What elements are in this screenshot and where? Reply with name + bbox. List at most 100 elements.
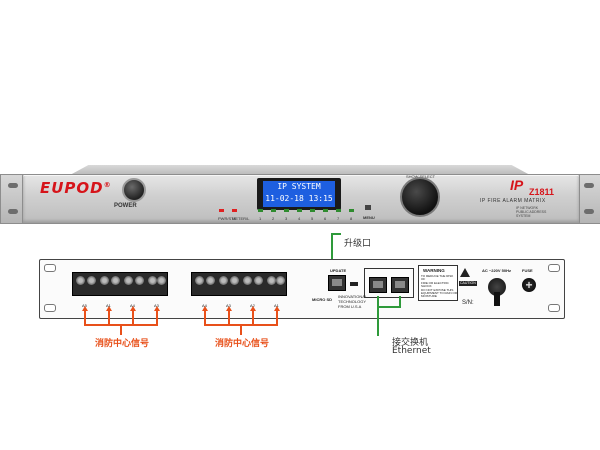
ethernet-port-1[interactable] — [369, 277, 387, 293]
rack-hole — [8, 183, 18, 188]
select-knob[interactable] — [400, 177, 440, 217]
feature-item: IP NETWORK — [516, 206, 539, 210]
signal-line — [252, 311, 254, 325]
terminal-label: A1 — [274, 303, 279, 308]
upgrade-port-label: 升级口 — [344, 239, 372, 249]
arrow-up-icon — [202, 306, 208, 311]
brand-ip-mark: IP — [510, 177, 524, 193]
led-label: 1 — [259, 216, 262, 221]
led-indicator — [232, 209, 237, 212]
fire-signal-label-right: 消防中心信号 — [215, 339, 270, 349]
power-inlet[interactable] — [488, 278, 506, 296]
ac-label: AC ~220V 50Hz — [482, 268, 512, 273]
switch-label-en: Ethernet — [392, 346, 431, 356]
rack-ear-left — [0, 174, 26, 224]
ethernet-callout-line — [399, 296, 401, 308]
lcd-line-2: 11-02-18 13:15 — [265, 194, 333, 203]
rack-hole — [548, 304, 560, 312]
rack-hole — [44, 264, 56, 272]
ethernet-callout-line — [377, 306, 401, 308]
signal-line — [132, 311, 134, 325]
feature-item: PUBLIC ADDRESS — [516, 210, 547, 214]
led-label: 5 — [311, 216, 314, 221]
warning-triangle-icon — [460, 268, 470, 277]
arrow-up-icon — [106, 306, 112, 311]
led-indicator — [310, 209, 315, 212]
update-port[interactable] — [328, 275, 346, 291]
led-indicator — [258, 209, 263, 212]
arrow-up-icon — [274, 306, 280, 311]
select-label: SHOW SELECT — [406, 174, 435, 179]
terminal-label: A3 — [226, 303, 231, 308]
signal-line — [120, 325, 122, 335]
terminal-label: A3 — [154, 303, 159, 308]
led-indicator — [297, 209, 302, 212]
led-label: METER/L — [232, 216, 250, 221]
led-label: 3 — [285, 216, 288, 221]
signal-line — [204, 311, 206, 325]
brand-logo: EUPOD® — [40, 179, 112, 197]
signal-line — [156, 311, 158, 325]
led-indicator — [284, 209, 289, 212]
terminal-label: A4 — [130, 303, 135, 308]
feature-item: SYSTEM — [516, 214, 531, 218]
led-indicator — [349, 209, 354, 212]
terminal-label: A2 — [250, 303, 255, 308]
arrow-up-icon — [154, 306, 160, 311]
serial-number-label: S/N: — [462, 300, 474, 306]
lcd-line-1: IP SYSTEM — [277, 182, 321, 191]
arrow-up-icon — [226, 306, 232, 311]
signal-line — [228, 311, 230, 325]
lcd-display: IP SYSTEM 11-02-18 13:15 — [263, 181, 335, 207]
terminal-block-left[interactable] — [72, 272, 168, 296]
tech-label: INNOVATIONAL TECHNOLOGY FROM U.S.A — [338, 294, 368, 309]
rack-hole — [44, 304, 56, 312]
terminal-label: A1 — [106, 303, 111, 308]
signal-line — [84, 311, 86, 325]
ethernet-callout-line — [377, 296, 379, 336]
rack-top-cover — [70, 165, 530, 175]
update-label: UPDATE — [330, 268, 347, 273]
terminal-block-right[interactable] — [191, 272, 287, 296]
led-label: 6 — [324, 216, 327, 221]
terminal-label: A5 — [82, 303, 87, 308]
led-indicator — [271, 209, 276, 212]
ethernet-port-2[interactable] — [391, 277, 409, 293]
terminal-label: A4 — [202, 303, 207, 308]
arrow-up-icon — [82, 306, 88, 311]
power-knob[interactable] — [122, 178, 146, 202]
menu-label: MENU — [363, 215, 375, 220]
fuse-holder[interactable]: + — [522, 278, 536, 292]
led-label: 8 — [350, 216, 353, 221]
rack-ear-right — [576, 174, 600, 224]
led-indicator — [219, 209, 224, 212]
switch-label-cn: 接交换机 — [392, 338, 429, 348]
led-label: 4 — [298, 216, 301, 221]
led-label: PWR/STS — [218, 216, 237, 221]
front-panel: EUPOD® POWER IP SYSTEM 11-02-18 13:15 PW… — [0, 165, 600, 229]
menu-button[interactable] — [365, 205, 371, 210]
microsd-label: MICRO SD — [312, 297, 332, 302]
rack-hole — [584, 183, 594, 188]
led-label: 7 — [337, 216, 340, 221]
microsd-slot[interactable] — [350, 282, 358, 286]
arrow-up-icon — [250, 306, 256, 311]
warning-label: WARNING TO REDUCE THE RISK OF FIRE OR EL… — [418, 265, 458, 301]
feature-list: IP NETWORK PUBLIC ADDRESS SYSTEM — [516, 206, 546, 218]
model-number: Z1811 — [529, 187, 555, 197]
led-indicator — [336, 209, 341, 212]
power-label: POWER — [114, 203, 137, 209]
rack-hole — [8, 209, 18, 214]
rack-hole — [548, 264, 560, 272]
signal-line — [108, 311, 110, 325]
signal-line — [276, 311, 278, 325]
fire-signal-label-left: 消防中心信号 — [95, 339, 150, 349]
led-indicator — [323, 209, 328, 212]
signal-line — [240, 325, 242, 335]
caution-label: CAUTION — [459, 281, 477, 286]
power-cord-icon — [494, 292, 500, 306]
fuse-label: FUSE — [522, 268, 533, 273]
ethernet-port-frame — [364, 268, 414, 298]
rack-hole — [584, 209, 594, 214]
product-subtitle: IP FIRE ALARM MATRIX — [480, 198, 546, 204]
